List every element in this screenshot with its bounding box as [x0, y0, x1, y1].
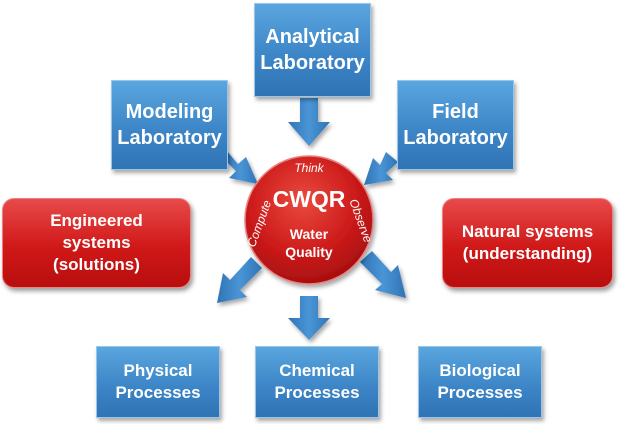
arrow-modeling-to-center	[223, 150, 258, 184]
think-label: Think	[294, 161, 324, 175]
arrow-center-to-physical	[217, 257, 262, 303]
arrow-center-to-biological	[360, 251, 406, 298]
field-laboratory-box: Field Laboratory	[397, 80, 514, 170]
arrow-field-to-center	[364, 152, 398, 185]
arrow-analytical-to-center	[288, 98, 330, 146]
cwqr-title: CWQR	[273, 186, 346, 212]
engineered-systems-box: Engineered systems (solutions)	[2, 198, 191, 288]
natural-systems-box: Natural systems (understanding)	[442, 198, 613, 288]
water-quality-label: Water Quality	[285, 226, 333, 260]
arrow-center-to-chemical	[288, 296, 330, 340]
cwqr-center-circle	[244, 155, 374, 285]
chemical-processes-box: Chemical Processes	[255, 346, 379, 418]
analytical-laboratory-box: Analytical Laboratory	[254, 3, 371, 97]
modeling-laboratory-box: Modeling Laboratory	[111, 80, 228, 170]
physical-processes-box: Physical Processes	[96, 346, 220, 418]
biological-processes-box: Biological Processes	[418, 346, 542, 418]
